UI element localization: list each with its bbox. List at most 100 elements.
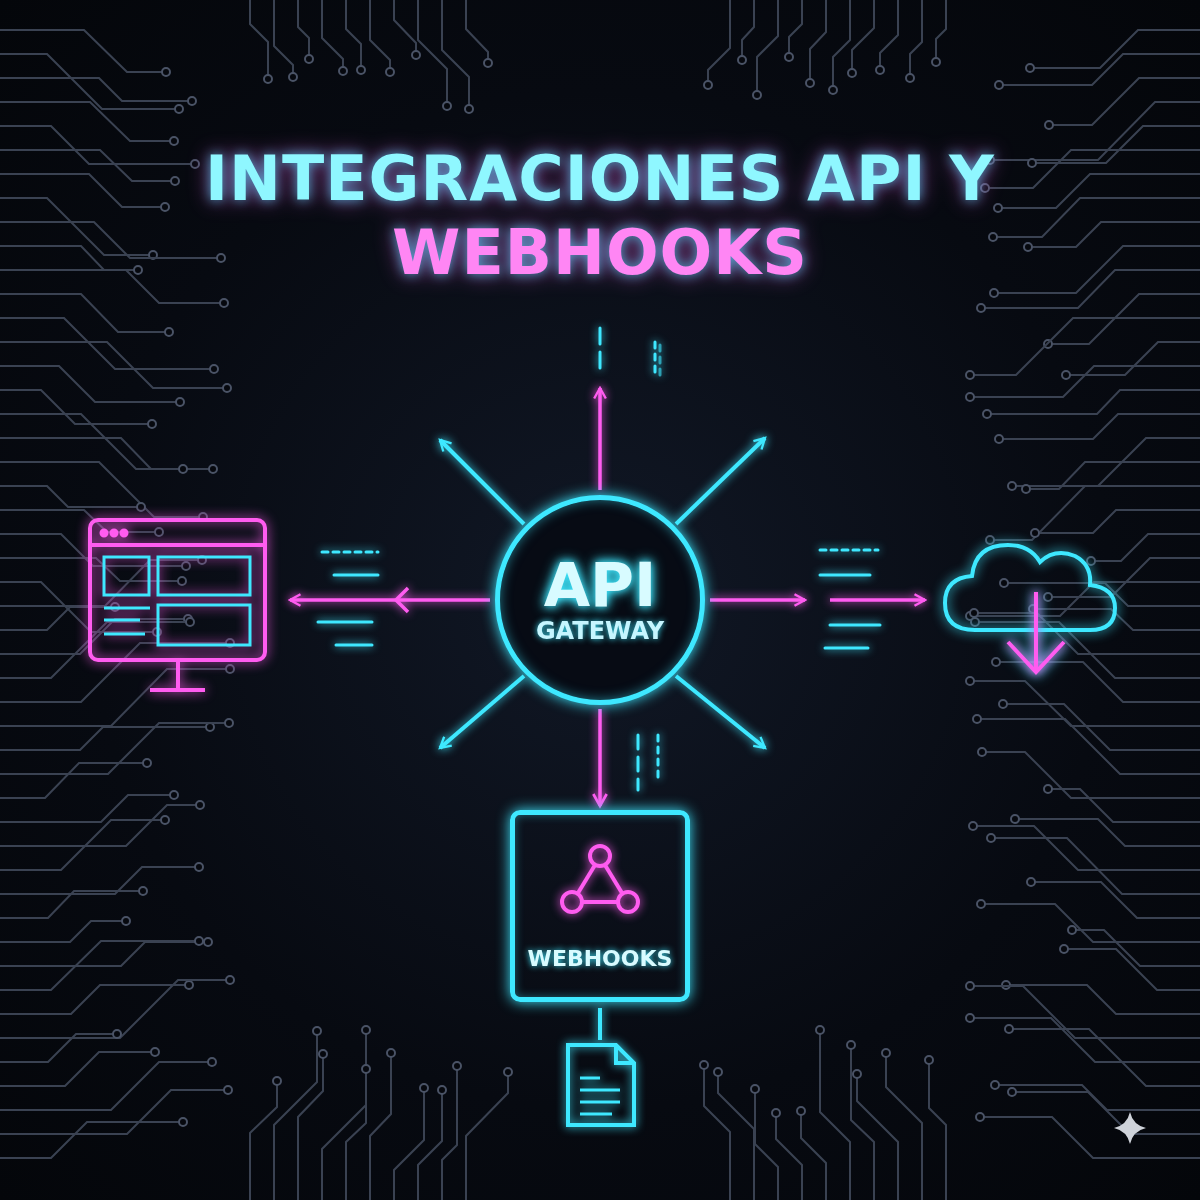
circuit-trace (757, 0, 778, 95)
circuit-trace (880, 0, 898, 70)
circuit-trace (990, 486, 1200, 540)
trace-pad (412, 51, 420, 59)
trace-pad (977, 304, 985, 312)
trace-pad (751, 1085, 759, 1093)
trace-pad (966, 1014, 974, 1022)
trace-pad (806, 79, 814, 87)
circuit-trace (0, 294, 169, 332)
cloud-icon (945, 545, 1115, 672)
circuit-trace (755, 1089, 778, 1200)
trace-pad (155, 528, 163, 536)
circuit-trace (0, 1122, 183, 1158)
trace-pad (362, 1026, 370, 1034)
trace-pad (137, 503, 145, 511)
circuit-trace (999, 414, 1200, 439)
trace-pad (178, 577, 186, 585)
circuit-trace (0, 318, 214, 369)
circuit-trace (0, 270, 224, 303)
circuit-trace (0, 795, 174, 822)
circuit-trace (346, 0, 361, 70)
trace-pad (1022, 485, 1030, 493)
circuit-trace (394, 0, 416, 55)
trace-pad (161, 816, 169, 824)
circuit-trace (910, 0, 922, 78)
circuit-trace (977, 719, 1200, 774)
circuit-trace (990, 102, 1200, 160)
trace-pad (1028, 159, 1036, 167)
trace-pad (504, 1068, 512, 1076)
trace-pad (223, 384, 231, 392)
trace-pad (179, 465, 187, 473)
circuit-trace (0, 669, 230, 726)
trace-pad (139, 887, 147, 895)
circuit-trace (1015, 819, 1200, 846)
circuit-trace (1048, 789, 1200, 822)
diagonal-arrows (440, 438, 765, 748)
trace-pad (443, 102, 451, 110)
trace-pad (224, 1086, 232, 1094)
circuit-trace (0, 30, 166, 72)
node-heading: API (544, 554, 657, 617)
trace-pad (162, 68, 170, 76)
trace-pad (185, 981, 193, 989)
trace-pad (176, 398, 184, 406)
trace-pad (195, 863, 203, 871)
trace-pad (966, 393, 974, 401)
trace-pad (995, 81, 1003, 89)
circuit-trace (0, 921, 126, 942)
trace-pad (339, 67, 347, 75)
circuit-trace (0, 438, 183, 469)
trace-pad (226, 976, 234, 984)
trace-pad (999, 700, 1007, 708)
trace-pad (1031, 529, 1039, 537)
circuit-trace (0, 150, 175, 181)
trace-pad (1008, 1088, 1016, 1096)
circuit-trace (0, 1090, 228, 1134)
circuit-trace (820, 1030, 850, 1200)
trace-pad (978, 748, 986, 756)
trace-pad (171, 177, 179, 185)
circuit-trace (1026, 462, 1200, 489)
trace-pad (195, 937, 203, 945)
circuit-trace (0, 941, 199, 990)
circuit-trace (0, 805, 200, 846)
trace-pad (987, 834, 995, 842)
trace-pad (1011, 815, 1019, 823)
circuit-trace (0, 414, 213, 469)
circuit-trace (322, 0, 343, 71)
circuit-trace (981, 270, 1200, 308)
circuit-trace (0, 643, 230, 702)
circuit-trace (980, 1117, 1200, 1158)
circuit-trace (776, 1113, 802, 1200)
circuit-trace (0, 727, 210, 750)
circuit-trace (993, 198, 1200, 237)
circuit-trace (985, 150, 1200, 188)
trace-pad (876, 66, 884, 74)
trace-pad (204, 938, 212, 946)
trace-pad (143, 759, 151, 767)
trace-pad (976, 1113, 984, 1121)
trace-pad (362, 1065, 370, 1073)
trace-pad (816, 1026, 824, 1034)
trace-pad (882, 1049, 890, 1057)
trace-pad (188, 97, 196, 105)
trace-pad (1000, 579, 1008, 587)
trace-pad (305, 55, 313, 63)
circuit-trace (298, 1054, 323, 1200)
circuit-trace (1028, 222, 1200, 247)
trace-pad (1060, 945, 1068, 953)
trace-pad (1045, 121, 1053, 129)
circuit-trace (0, 78, 192, 101)
trace-pad (977, 900, 985, 908)
trace-pad (1008, 482, 1016, 490)
trace-pad (738, 56, 746, 64)
circuit-trace (1048, 558, 1200, 597)
flow-arrow (598, 709, 602, 806)
circuit-trace (0, 891, 143, 918)
circuit-trace (0, 1034, 117, 1062)
trace-pad (165, 328, 173, 336)
trace-pad (438, 1086, 446, 1094)
circuit-trace (974, 613, 1200, 654)
circuit-trace (982, 752, 1200, 798)
